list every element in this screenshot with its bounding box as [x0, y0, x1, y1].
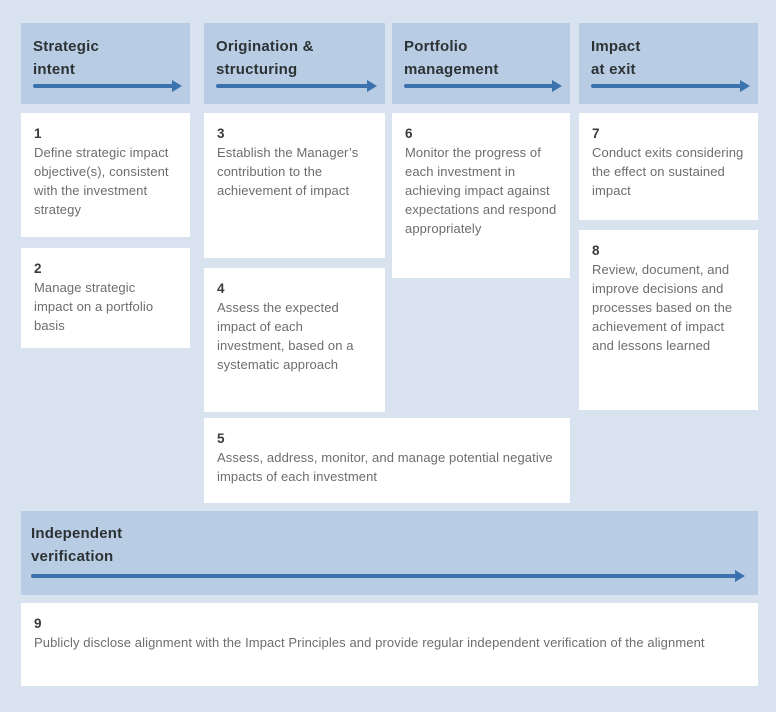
- phase-header-impact-at-exit: Impact at exit: [579, 23, 758, 104]
- phase-header-origination-structuring: Origination & structuring: [204, 23, 385, 104]
- principle-number: 1: [34, 126, 42, 141]
- phase-title-line1: Strategic: [33, 38, 99, 55]
- principle-text: Define strategic impact objective(s), co…: [34, 145, 169, 217]
- arrow-head: [172, 79, 182, 92]
- arrow-line: [33, 83, 173, 88]
- principle-card-6: 6 Monitor the progress of each investmen…: [392, 113, 570, 278]
- principle-text: Review, document, and improve decisions …: [592, 262, 733, 353]
- right-arrow-icon: [31, 569, 745, 582]
- right-arrow-icon: [216, 79, 377, 92]
- arrow-line: [591, 83, 741, 88]
- phase-title-line1: Portfolio: [404, 38, 468, 55]
- principle-number: 8: [592, 243, 600, 258]
- principle-card-3: 3 Establish the Manager’s contribution t…: [204, 113, 385, 258]
- principle-number: 5: [217, 431, 225, 446]
- principle-card-2: 2 Manage strategic impact on a portfolio…: [21, 248, 190, 348]
- right-arrow-icon: [404, 79, 562, 92]
- principle-number: 9: [34, 616, 42, 631]
- phase-title-line2: at exit: [591, 61, 636, 78]
- principle-number: 6: [405, 126, 413, 141]
- principle-card-7: 7 Conduct exits considering the effect o…: [579, 113, 758, 220]
- arrow-line: [216, 83, 368, 88]
- phase-title-origination-structuring: Origination & structuring: [216, 35, 377, 81]
- principle-text: Establish the Manager’s contribution to …: [217, 145, 359, 198]
- principle-number: 4: [217, 281, 225, 296]
- phase-title-line2: verification: [31, 548, 114, 565]
- phase-title-impact-at-exit: Impact at exit: [591, 35, 750, 81]
- phase-title-line1: Origination &: [216, 38, 314, 55]
- arrow-head: [740, 79, 750, 92]
- arrow-line: [31, 573, 736, 578]
- principle-card-9: 9 Publicly disclose alignment with the I…: [21, 603, 758, 686]
- principle-number: 2: [34, 261, 42, 276]
- phase-title-line2: intent: [33, 61, 76, 78]
- phase-title-portfolio-management: Portfolio management: [404, 35, 562, 81]
- principle-card-4: 4 Assess the expected impact of each inv…: [204, 268, 385, 412]
- arrow-head: [735, 569, 745, 582]
- phase-title-line2: structuring: [216, 61, 298, 78]
- phase-header-independent-verification: Independent verification: [21, 511, 758, 595]
- principle-text: Assess the expected impact of each inves…: [217, 300, 354, 372]
- principle-text: Publicly disclose alignment with the Imp…: [34, 635, 705, 650]
- principle-text: Manage strategic impact on a portfolio b…: [34, 280, 154, 333]
- principle-card-5: 5 Assess, address, monitor, and manage p…: [204, 418, 570, 503]
- right-arrow-icon: [33, 79, 182, 92]
- phase-header-portfolio-management: Portfolio management: [392, 23, 570, 104]
- principle-number: 3: [217, 126, 225, 141]
- phase-header-strategic-intent: Strategic intent: [21, 23, 190, 104]
- principle-card-8: 8 Review, document, and improve decision…: [579, 230, 758, 410]
- phase-title-independent-verification: Independent verification: [31, 522, 750, 568]
- phase-title-line1: Impact: [591, 38, 641, 55]
- arrow-head: [552, 79, 562, 92]
- principle-text: Conduct exits considering the effect on …: [592, 145, 744, 198]
- arrow-line: [404, 83, 553, 88]
- principle-number: 7: [592, 126, 600, 141]
- right-arrow-icon: [591, 79, 750, 92]
- arrow-head: [367, 79, 377, 92]
- phase-title-strategic-intent: Strategic intent: [33, 35, 182, 81]
- principle-text: Monitor the progress of each investment …: [405, 145, 557, 236]
- principle-card-1: 1 Define strategic impact objective(s), …: [21, 113, 190, 237]
- phase-title-line1: Independent: [31, 525, 123, 542]
- phase-title-line2: management: [404, 61, 499, 78]
- principle-text: Assess, address, monitor, and manage pot…: [217, 450, 553, 484]
